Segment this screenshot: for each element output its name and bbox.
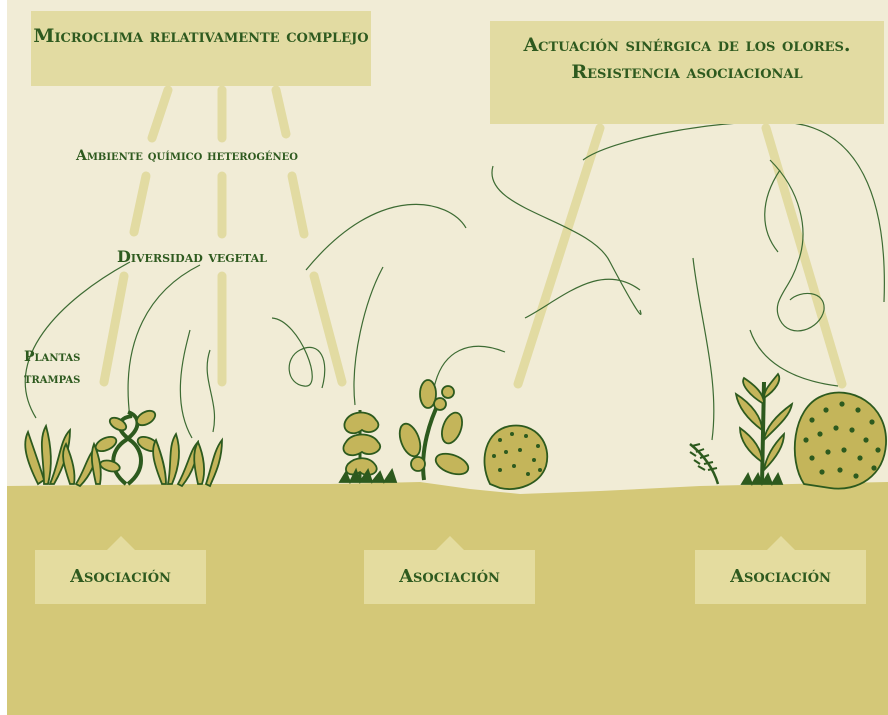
trap-plant-leaf — [40, 423, 52, 485]
trap-plant-leaf — [204, 437, 223, 488]
odor-trail-3 — [179, 329, 193, 439]
ray-right-top — [271, 85, 291, 139]
large-bush-dots — [803, 401, 881, 479]
plant-group-right — [689, 372, 887, 490]
corn-leaf — [734, 392, 763, 432]
odor-trail-8 — [433, 345, 506, 389]
plant-group-center — [338, 379, 549, 490]
ray-left-mid — [129, 171, 151, 237]
odor-trail-12 — [692, 257, 715, 441]
odor-trail-7 — [305, 203, 467, 271]
chemical-environment-label: Ambiente químico heterogéneo — [76, 148, 298, 164]
association-label-center: Asociación — [364, 536, 535, 604]
leafy-plant-leaf — [419, 379, 437, 409]
microclimate-text: Microclima relativamente complejo — [33, 25, 369, 47]
association-label-right: Asociación — [695, 536, 866, 604]
vine-leaf — [99, 459, 121, 473]
corn-leaf — [762, 431, 785, 473]
vine-leaf — [135, 409, 157, 427]
large-round-bush — [793, 391, 887, 490]
ray-synergy-right — [761, 123, 847, 389]
odor-trail-14 — [749, 329, 839, 387]
corn-leaf — [762, 402, 794, 443]
curly-plant-leaf — [343, 411, 380, 435]
odor-trail-1 — [24, 261, 131, 419]
trap-plant-leaf — [166, 431, 180, 485]
grass-tufts — [740, 471, 784, 487]
fern-fronds — [689, 443, 718, 471]
odor-trail-5 — [271, 317, 326, 389]
odor-trail-10 — [524, 278, 641, 319]
microclimate-box: Microclima relativamente complejo — [31, 11, 371, 86]
trap-plants-label: Plantas trampas — [24, 346, 80, 390]
trap-plants-line1: Plantas — [24, 349, 81, 365]
influence-rays — [99, 85, 847, 389]
ray-left-bottom — [99, 271, 129, 387]
plant-diversity-label: Diversidad vegetal — [117, 247, 267, 266]
association-label-left: Asociación — [35, 536, 206, 604]
bush-dots — [492, 432, 542, 476]
flower-bud — [441, 385, 455, 399]
leafy-plant-leaf — [398, 422, 422, 458]
trap-plant-leaf — [90, 441, 102, 485]
odor-trail-13 — [764, 159, 825, 332]
leafy-plant-leaf — [441, 411, 463, 445]
vine-leaf — [94, 435, 118, 453]
ray-left-top — [147, 85, 173, 143]
corn-leaf — [739, 426, 763, 464]
synergy-box: Actuación sinérgica de los olores. Resis… — [490, 21, 884, 124]
curly-plant-leaf — [342, 433, 381, 457]
ray-right-mid — [287, 171, 309, 239]
grass-tufts — [338, 467, 398, 485]
trap-plant-leaf — [48, 427, 71, 485]
trap-plant-leaf — [152, 437, 167, 485]
odor-trail-2 — [127, 264, 201, 419]
curly-plant-leaf — [345, 457, 378, 476]
odor-trail-9 — [491, 165, 642, 316]
trap-plants-line2: trampas — [24, 371, 81, 387]
leafy-plant-leaf — [434, 452, 470, 476]
odor-trail-6 — [353, 266, 384, 406]
trap-plant-leaf — [193, 440, 205, 485]
trap-plant-leaf — [62, 442, 76, 485]
trap-plant-leaf — [24, 429, 46, 486]
synergy-text: Actuación sinérgica de los olores. Resis… — [523, 34, 851, 83]
corn-leaf — [763, 372, 781, 400]
flower-bud — [410, 456, 426, 472]
corn-leaf — [742, 376, 765, 406]
odor-trail-4 — [206, 349, 216, 433]
plant-group-left — [24, 409, 223, 488]
ray-synergy-left — [513, 123, 605, 389]
vine-leaf — [108, 416, 128, 432]
ray-right-bottom — [309, 271, 347, 387]
flower-bud — [433, 397, 447, 411]
vine-stem — [117, 414, 143, 486]
